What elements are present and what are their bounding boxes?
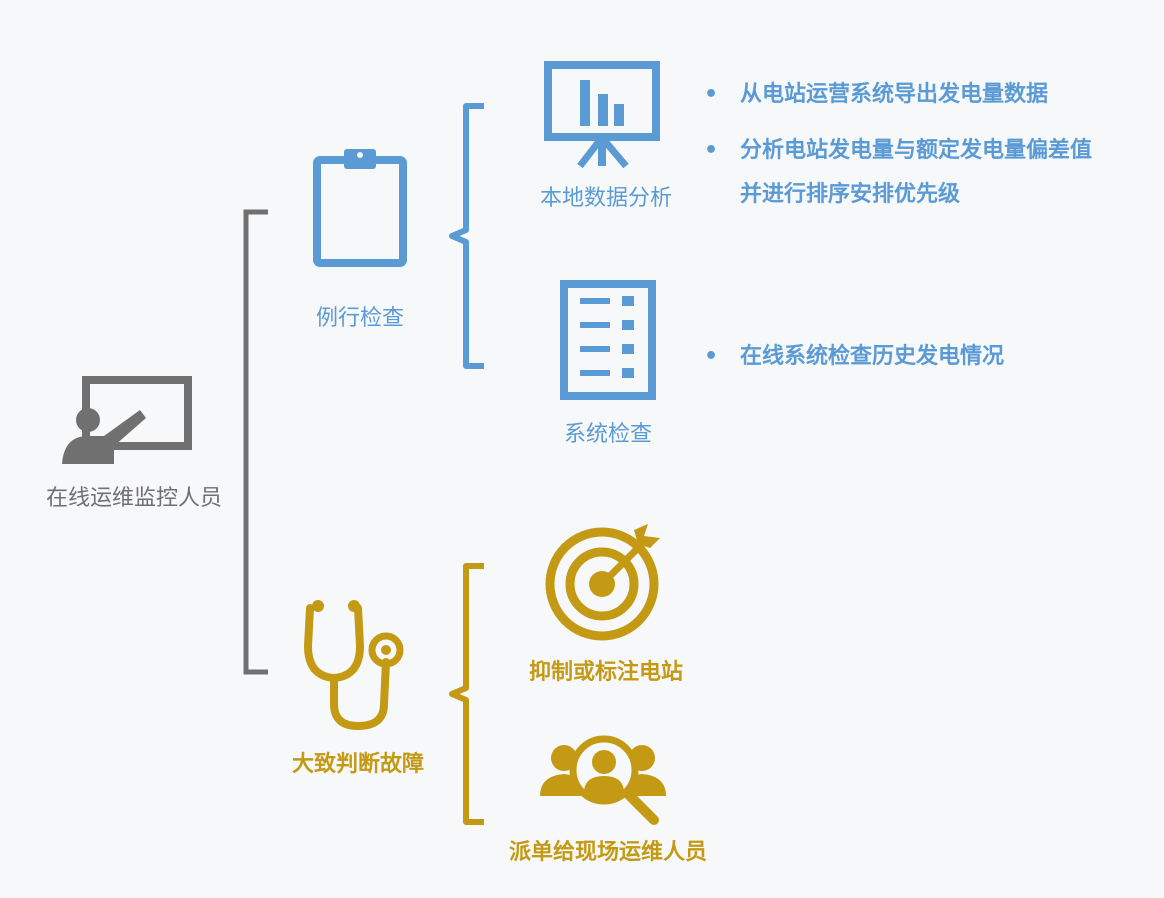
people-search-icon	[536, 730, 670, 826]
presenter-board-icon	[58, 374, 194, 466]
bullet-text: 并进行排序安排优先级	[740, 182, 961, 207]
bullet-item: • 从电站运营系统导出发电量数据	[704, 74, 1049, 116]
child-label-suppress-station: 抑制或标注电站	[528, 660, 683, 685]
child-label-system-check: 系统检查	[563, 422, 652, 447]
stethoscope-icon	[300, 598, 410, 732]
target-arrow-icon	[542, 520, 666, 644]
bullet-dot: •	[704, 82, 719, 107]
bullet-text: 分析电站发电量与额定发电量偏差值	[740, 138, 1093, 163]
bullet-dot: •	[704, 344, 719, 369]
routine-check-bracket	[448, 102, 488, 372]
checklist-document-icon	[560, 280, 656, 400]
bullet-continuation: 并进行排序安排优先级	[740, 174, 960, 216]
bullet-item: • 分析电站发电量与额定发电量偏差值	[704, 130, 1093, 172]
root-bracket	[242, 208, 272, 678]
child-label-dispatch-order: 派单给现场运维人员	[508, 840, 707, 865]
presentation-chart-icon	[544, 60, 660, 170]
root-label: 在线运维监控人员	[45, 486, 222, 511]
diagnose-fault-bracket	[448, 562, 488, 828]
bullet-text: 在线系统检查历史发电情况	[740, 344, 1005, 369]
bullet-item: • 在线系统检查历史发电情况	[704, 336, 1005, 378]
branch-label-diagnose-fault: 大致判断故障	[291, 752, 424, 777]
bullet-text: 从电站运营系统导出发电量数据	[740, 82, 1049, 107]
bullet-dot: •	[704, 138, 719, 163]
child-label-local-analysis: 本地数据分析	[539, 186, 672, 211]
branch-label-routine-check: 例行检查	[315, 306, 404, 331]
clipboard-icon	[312, 146, 408, 268]
